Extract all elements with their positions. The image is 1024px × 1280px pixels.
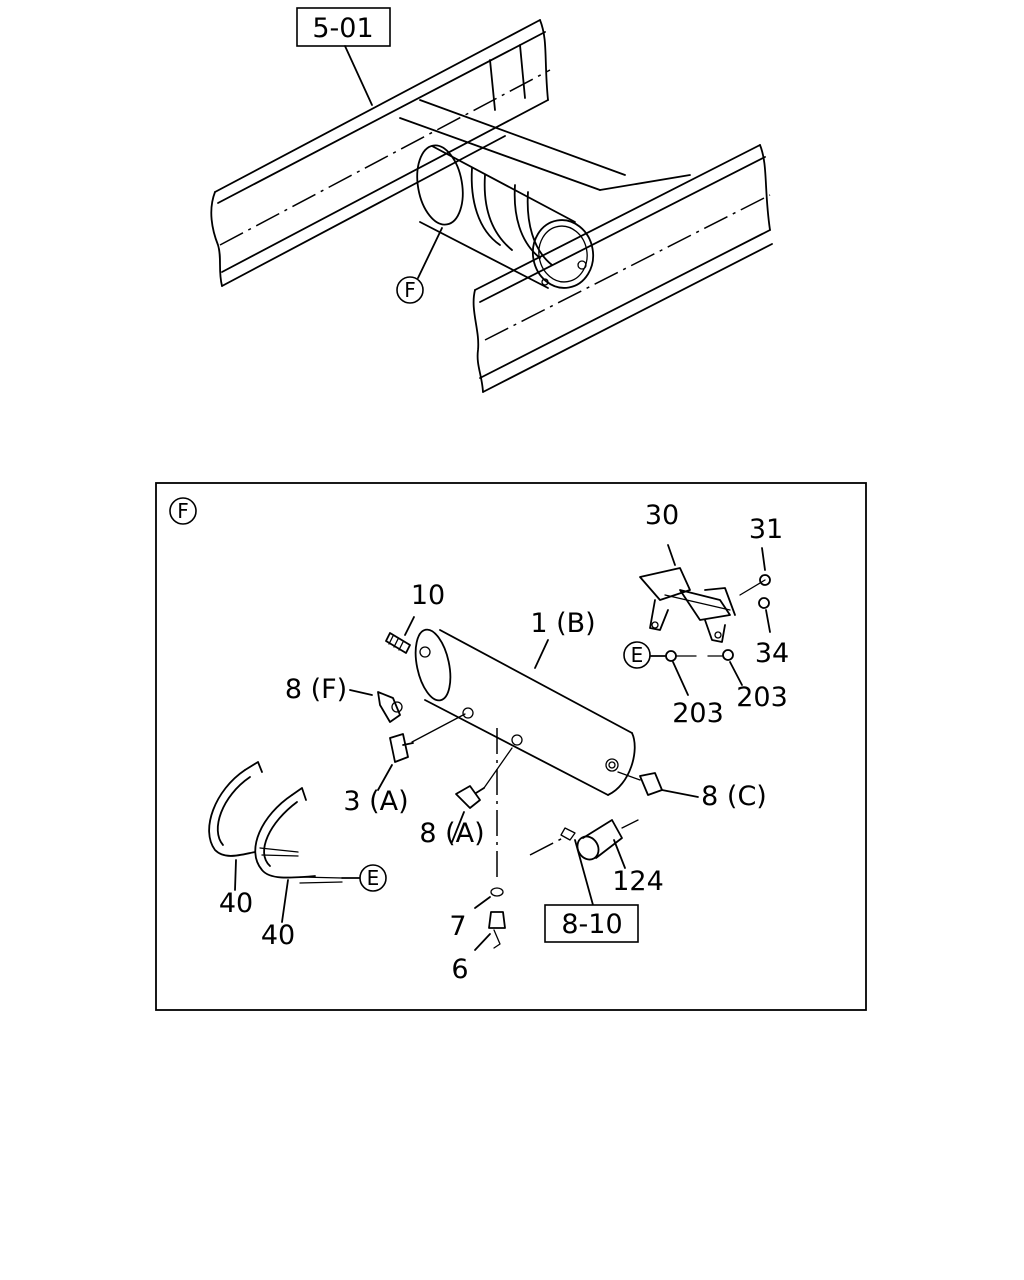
label-part-3a: 3 (A) bbox=[343, 786, 408, 817]
label-part-6: 6 bbox=[451, 954, 468, 985]
label-part-40-a: 40 bbox=[219, 888, 253, 919]
svg-text:F: F bbox=[177, 499, 189, 523]
label-part-30: 30 bbox=[645, 500, 679, 531]
label-part-203-a: 203 bbox=[672, 698, 724, 729]
plug-part-10 bbox=[385, 616, 415, 654]
label-part-7: 7 bbox=[449, 911, 466, 942]
label-part-1b: 1 (B) bbox=[530, 608, 595, 639]
connector-e-callout-right: E bbox=[623, 641, 651, 669]
label-part-8a: 8 (A) bbox=[419, 818, 484, 849]
overview-ref-box: 5-01 bbox=[296, 7, 391, 106]
detail-view-letter: F bbox=[169, 497, 197, 525]
air-tank bbox=[414, 628, 636, 796]
ref-label-5-01: 5-01 bbox=[312, 13, 373, 44]
label-part-34: 34 bbox=[755, 638, 789, 669]
svg-text:E: E bbox=[367, 866, 380, 890]
label-part-10: 10 bbox=[411, 580, 445, 611]
label-part-203-b: 203 bbox=[736, 682, 788, 713]
bracket-assembly bbox=[639, 544, 771, 696]
pressure-switch-124 bbox=[529, 819, 639, 906]
label-part-8f: 8 (F) bbox=[285, 674, 347, 705]
tank-straps-40 bbox=[208, 761, 361, 923]
elbow-fitting-8f bbox=[349, 689, 403, 723]
label-part-124: 124 bbox=[612, 866, 664, 897]
svg-text:8-10: 8-10 bbox=[561, 909, 622, 940]
overview-illustration bbox=[210, 19, 773, 393]
label-part-31: 31 bbox=[749, 514, 783, 545]
detail-frame bbox=[155, 482, 867, 1011]
connector-e-callout-left: E bbox=[359, 864, 387, 892]
detail-callout-label: F bbox=[404, 278, 416, 302]
drain-valve-parts bbox=[474, 728, 506, 951]
fitting-8a bbox=[451, 747, 513, 843]
overview-detail-callout: F bbox=[396, 276, 424, 304]
fitting-8c bbox=[617, 771, 699, 798]
tee-fitting-3a bbox=[377, 713, 466, 791]
label-part-8c: 8 (C) bbox=[701, 781, 767, 812]
label-part-40-b: 40 bbox=[261, 920, 295, 951]
svg-text:E: E bbox=[631, 643, 644, 667]
ref-box-8-10: 8-10 bbox=[544, 904, 639, 943]
